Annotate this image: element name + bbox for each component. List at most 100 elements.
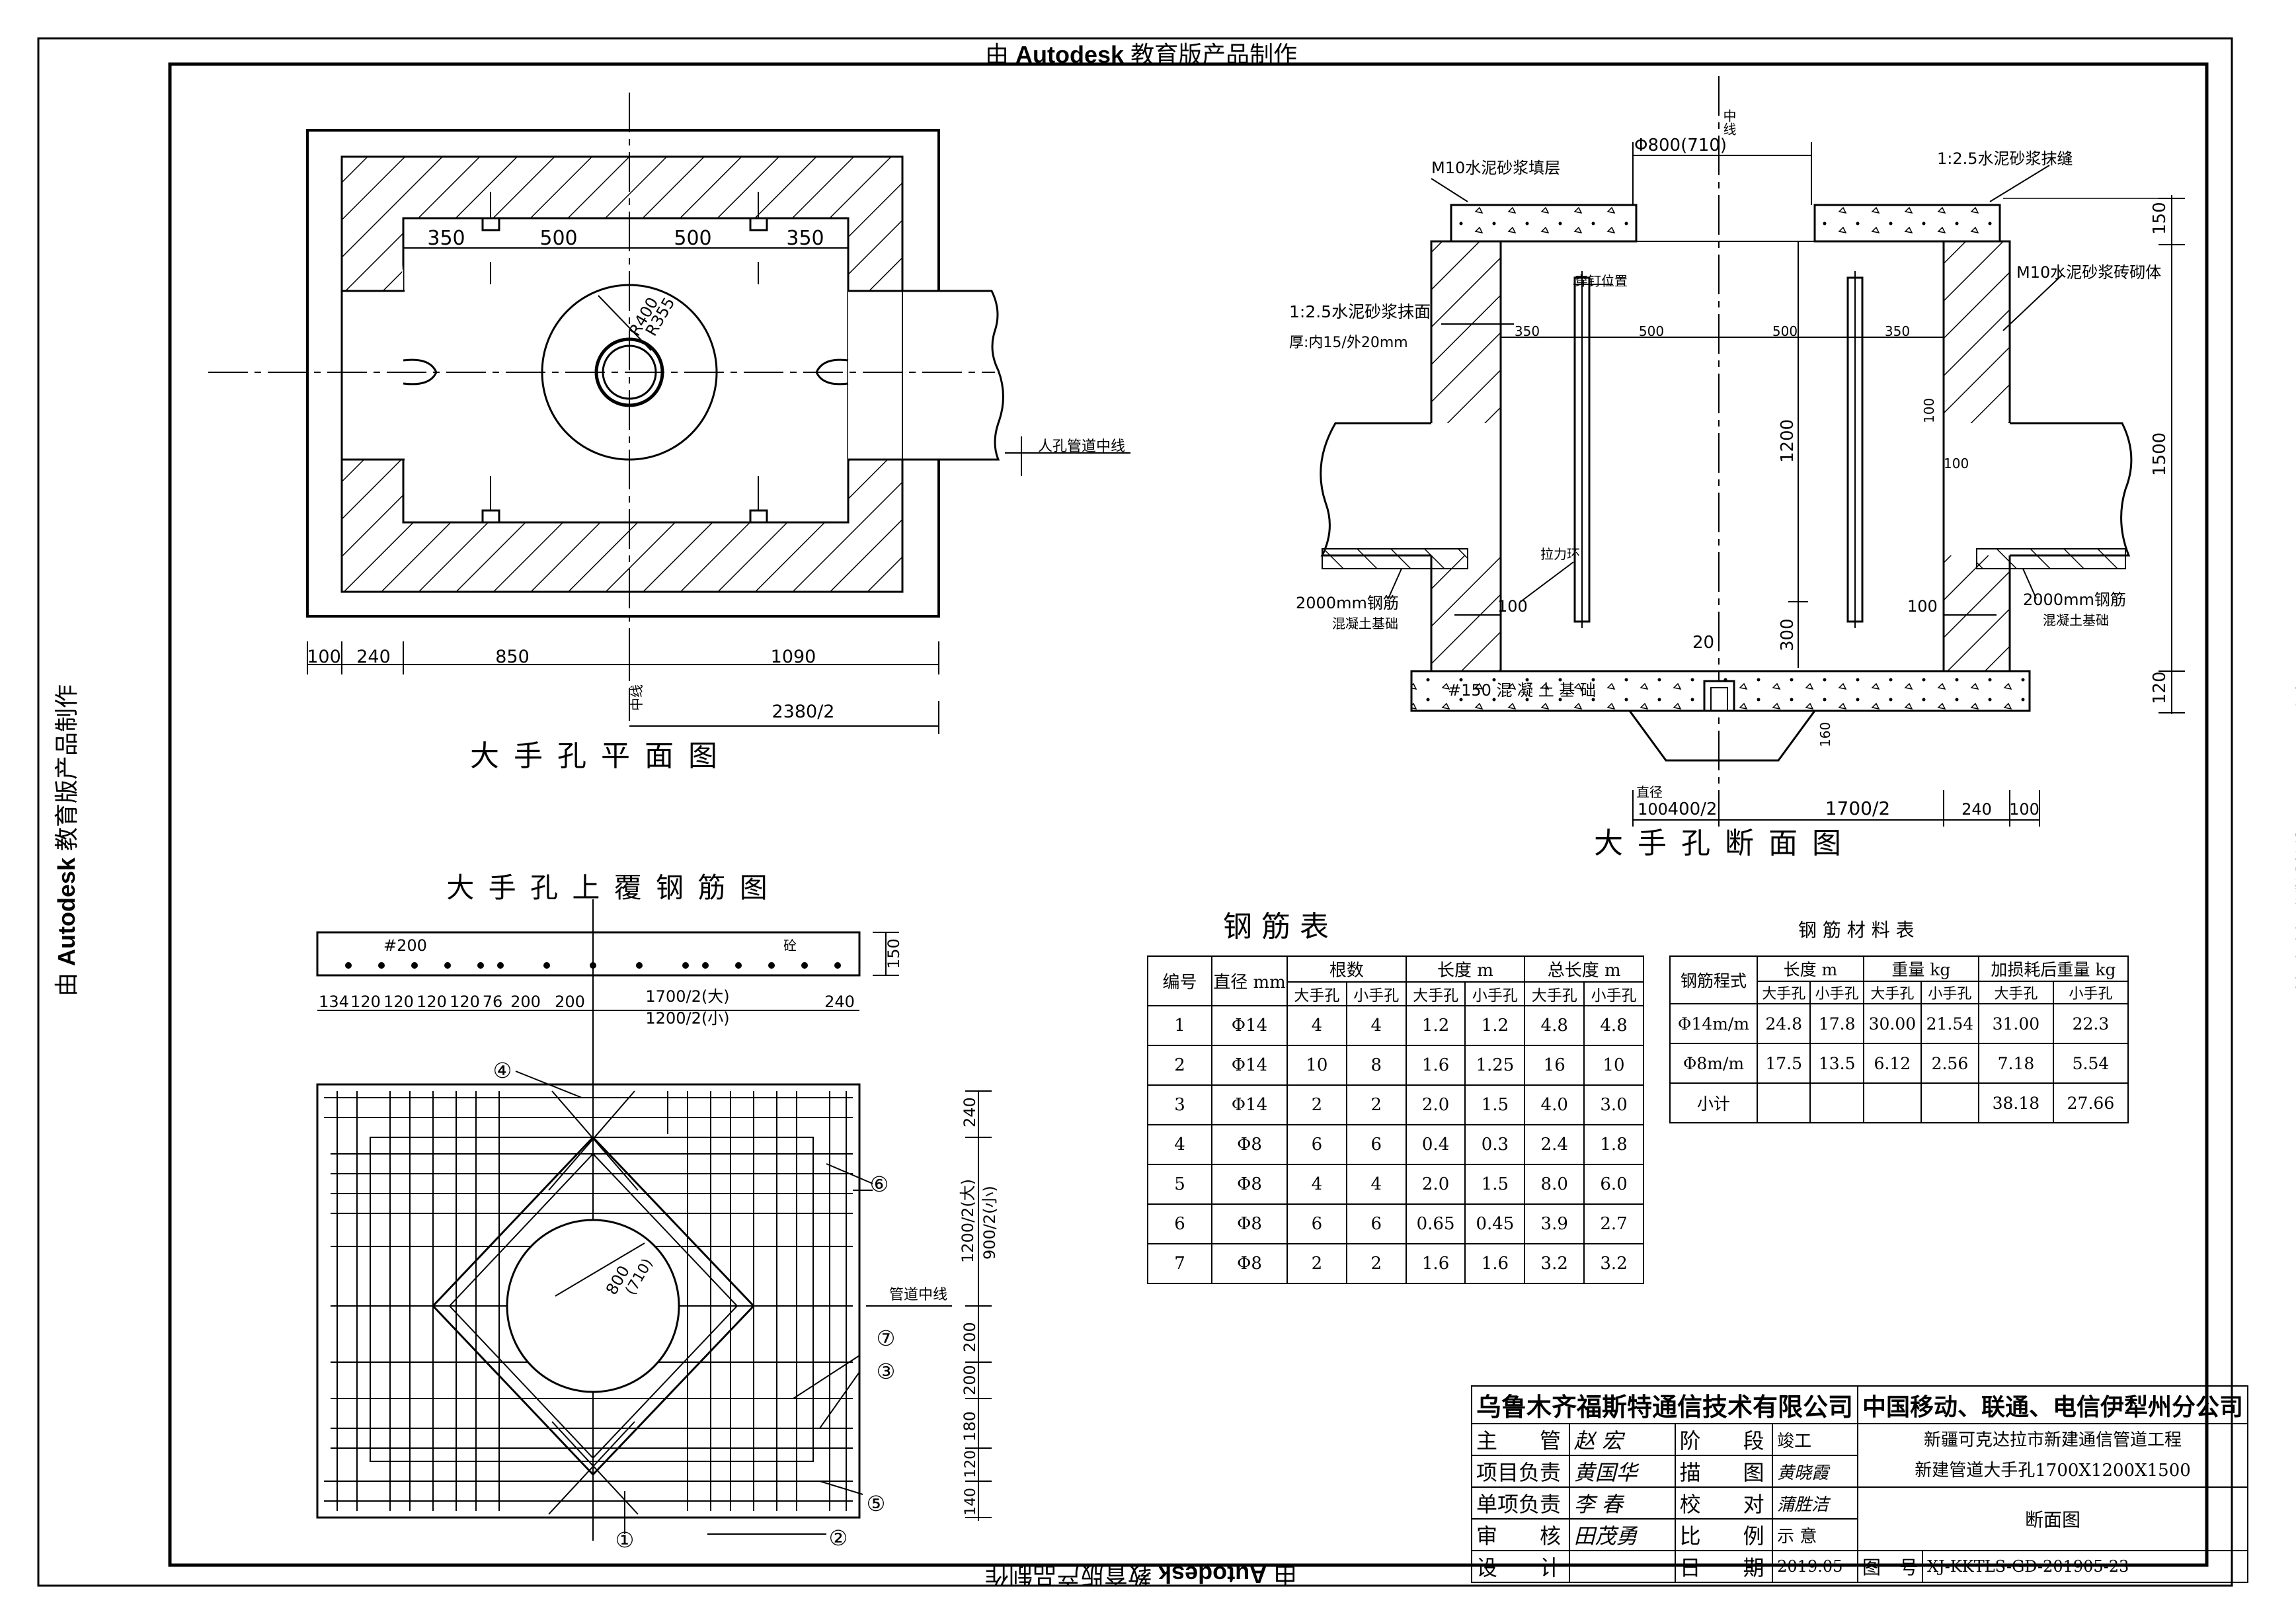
cell: 27.66 xyxy=(2052,1082,2129,1123)
watermark-prefix: 由 xyxy=(985,41,1009,68)
watermark-prefix: 由 xyxy=(53,973,81,997)
rebar-right-dim-7: 120 xyxy=(963,1450,979,1478)
rebar-marker-6: ⑥ xyxy=(870,1172,889,1197)
section-h300: 300 xyxy=(1778,618,1798,651)
cell: 8.0 xyxy=(1524,1164,1585,1205)
rebar-right-dim-4: 200 xyxy=(961,1322,979,1352)
section-ring-label: 拉力环 xyxy=(1540,546,1580,562)
material-table-caption: 钢 筋 材 料 表 xyxy=(1798,919,1915,941)
plan-title: 大 手 孔 平 面 图 xyxy=(470,739,720,773)
cell: 2.7 xyxy=(1583,1203,1644,1244)
tb-signature: 赵 宏 xyxy=(1568,1423,1676,1456)
rebar-view: 大 手 孔 上 覆 钢 筋 图 #200 砼 150 134 120 120 1… xyxy=(316,872,999,1553)
section-title: 大 手 孔 断 面 图 xyxy=(1594,827,1844,860)
cell xyxy=(1862,1082,1922,1123)
section-bottom-dim-4: 240 xyxy=(1961,800,1992,819)
rebar-dim-8: 200 xyxy=(555,993,585,1011)
cell: 0.65 xyxy=(1405,1203,1466,1244)
rebar-right-dim-6: 180 xyxy=(961,1411,979,1441)
rebar-right-dim-5: 200 xyxy=(961,1365,979,1395)
rebar-pipe-label: 管道中线 xyxy=(889,1287,947,1303)
plan-dim-bottom-2: 240 xyxy=(356,647,391,667)
material-th-sub: 小手孔 xyxy=(1809,981,1864,1004)
rebar-title: 大 手 孔 上 覆 钢 筋 图 xyxy=(446,872,770,904)
rebar-marker-7: ⑦ xyxy=(877,1326,896,1351)
rebar-th-sub: 小手孔 xyxy=(1464,981,1526,1006)
plan-dim-top-3: 500 xyxy=(674,227,711,250)
watermark-brand: Autodesk xyxy=(53,857,81,967)
material-th-type: 钢筋程式 xyxy=(1669,955,1758,1004)
section-base-right: 混凝土基础 xyxy=(2043,612,2109,628)
watermark-suffix: 教育版产品制作 xyxy=(985,1561,1152,1588)
tb-role: 单项负责 xyxy=(1471,1486,1570,1520)
cell: 17.8 xyxy=(1809,1003,1864,1044)
rebar-dim-1: 134 xyxy=(319,993,349,1011)
cell: 4 xyxy=(1287,1164,1347,1205)
section-bottom-dim-3: 1700/2 xyxy=(1825,797,1891,819)
rebar-dim-2: 120 xyxy=(350,993,381,1011)
cell: 7.18 xyxy=(1977,1043,2054,1084)
cell: Φ8 xyxy=(1211,1124,1288,1165)
watermark-suffix: 教育版产品制作 xyxy=(2293,830,2296,997)
section-d100-left: 100 xyxy=(1497,597,1528,616)
cell: 0.3 xyxy=(1464,1124,1526,1165)
plan-dim-bottom-3: 850 xyxy=(495,647,530,667)
cell: 3.2 xyxy=(1583,1243,1644,1284)
cell: 3 xyxy=(1147,1084,1212,1125)
tb-project-line2: 新建管道大手孔1700X1200X1500 xyxy=(1915,1461,2191,1481)
plan-centerline-label: 中线 xyxy=(629,684,645,711)
cell: Φ14 xyxy=(1211,1045,1288,1086)
plan-dim-bottom-4: 1090 xyxy=(771,647,816,667)
rebar-dim-small: 1200/2(小) xyxy=(645,1009,729,1028)
cell: 6.12 xyxy=(1862,1043,1922,1084)
watermark-suffix: 教育版产品制作 xyxy=(53,684,81,851)
section-bottom-dim-2: 400/2 xyxy=(1668,799,1718,819)
cell: 21.54 xyxy=(1920,1003,1979,1044)
cell: 小计 xyxy=(1669,1082,1758,1123)
rebar-dim-6: 76 xyxy=(483,993,503,1011)
cell: Φ14 xyxy=(1211,1005,1288,1046)
tb-val2: 示 意 xyxy=(1772,1518,1859,1551)
cell: 0.45 xyxy=(1464,1203,1526,1244)
cell: 4.8 xyxy=(1583,1005,1644,1046)
section-cover-dia: Φ800(710) xyxy=(1634,136,1727,155)
section-base-left: 混凝土基础 xyxy=(1332,616,1398,631)
section-bottom-dim-1: 100 xyxy=(1638,800,1668,819)
section-rebar-left: 2000mm钢筋 xyxy=(1296,594,1399,612)
cell: 6 xyxy=(1147,1203,1212,1244)
watermark-bottom: 由 Autodesk 教育版产品制作 xyxy=(985,1559,1297,1594)
rebar-th-count: 根数 xyxy=(1287,955,1407,983)
title-block: 乌鲁木齐福斯特通信技术有限公司 中国移动、联通、电信伊犁州分公司 主 管 赵 宏… xyxy=(1470,1385,2249,1583)
material-table: 钢筋程式 长度 m 重量 kg 加损耗后重量 kg 大手孔 小手孔 大手孔 小手… xyxy=(1669,955,2129,1123)
material-th-length: 长度 m xyxy=(1757,955,1864,982)
cell: 4 xyxy=(1287,1005,1347,1046)
section-d160: 160 xyxy=(1817,722,1833,747)
tb-role2: 比 例 xyxy=(1674,1518,1774,1551)
cell: 22.3 xyxy=(2052,1003,2129,1044)
section-wall-label: M10水泥砂浆砖砌体 xyxy=(2016,263,2161,282)
plan-pipe-label: 人孔管道中线 xyxy=(1038,438,1125,455)
rebar-th-no: 编号 xyxy=(1147,955,1212,1006)
rebar-slab-label: #200 xyxy=(383,936,427,955)
material-th-sub: 小手孔 xyxy=(2052,981,2129,1004)
section-bottom-dim-5: 100 xyxy=(2009,800,2039,819)
rebar-th-sub: 大手孔 xyxy=(1405,981,1466,1006)
cell: 3.9 xyxy=(1524,1203,1585,1244)
section-h1200: 1200 xyxy=(1778,419,1798,463)
cell xyxy=(1756,1082,1811,1123)
cell: 17.5 xyxy=(1756,1043,1811,1084)
tb-signature: 黄国华 xyxy=(1568,1455,1676,1488)
rebar-right-dim-2: 1200/2(大) xyxy=(959,1179,977,1263)
rebar-th-dia: 直径 mm xyxy=(1211,955,1288,1006)
section-plaster-thick: 厚:内15/外20mm xyxy=(1289,335,1408,351)
cell: 3.0 xyxy=(1583,1084,1644,1125)
watermark-brand: Autodesk xyxy=(1158,1561,1267,1588)
rebar-grid xyxy=(324,1091,853,1511)
cell: 10 xyxy=(1287,1045,1347,1086)
tb-role: 主 管 xyxy=(1471,1423,1570,1456)
cell: 0.4 xyxy=(1405,1124,1466,1165)
